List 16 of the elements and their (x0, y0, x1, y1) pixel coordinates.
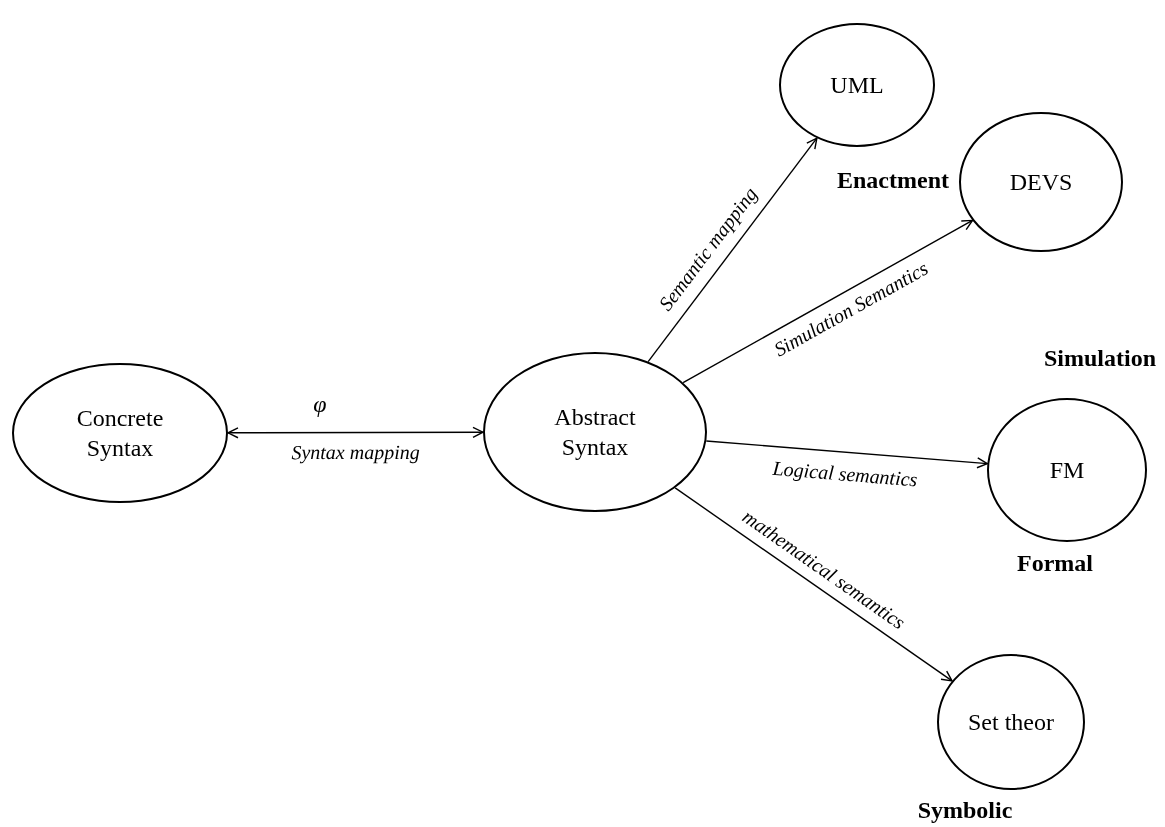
node-label: DEVS (1009, 168, 1073, 197)
node-label: Set theor (968, 708, 1054, 737)
category-label: Formal (1017, 549, 1093, 577)
arrow (705, 440, 989, 469)
arrow (647, 137, 818, 363)
node-label: UML (830, 71, 884, 100)
category-label: Symbolic (917, 796, 1013, 824)
symbol-label: φ (313, 390, 327, 418)
node-label: Abstract Syntax (553, 403, 637, 462)
category-label: Simulation (1044, 344, 1156, 372)
arrow (682, 219, 974, 384)
arrow (674, 487, 953, 682)
arrow (227, 426, 484, 439)
category-label: Enactment (837, 166, 949, 194)
node-label: Concrete Syntax (75, 404, 165, 463)
node-label: FM (1049, 456, 1085, 485)
